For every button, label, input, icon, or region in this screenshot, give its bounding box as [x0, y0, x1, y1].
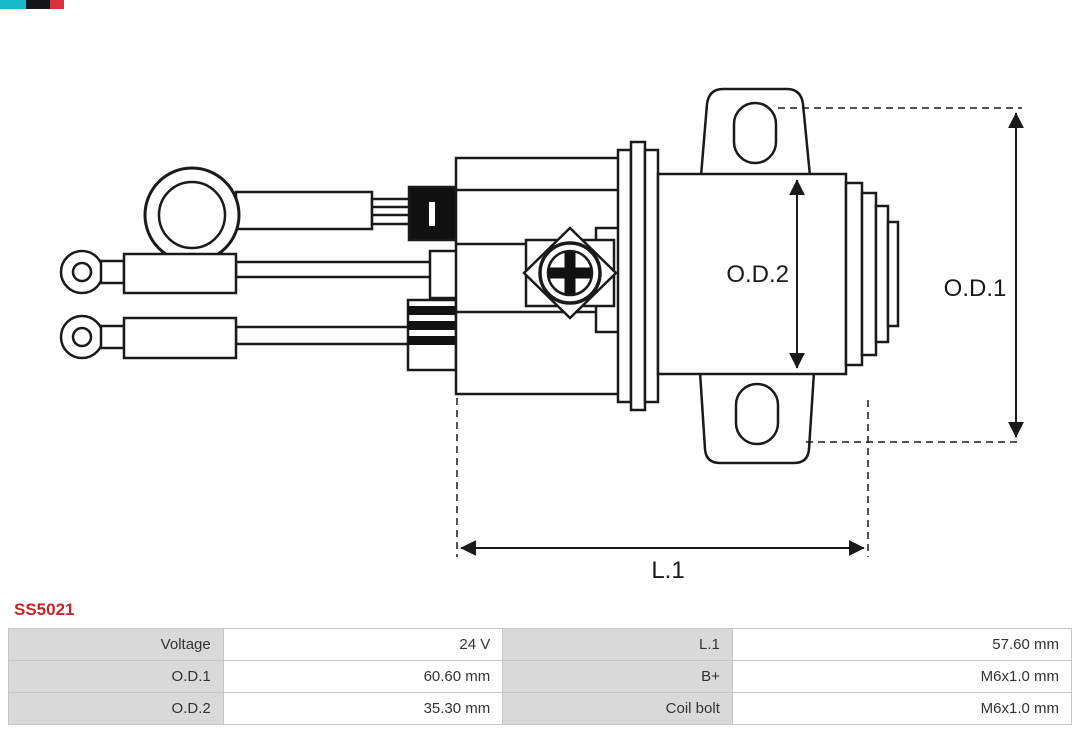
logo-segment: [50, 0, 64, 9]
technical-drawing-area: O.D.2 O.D.1 L.1: [59, 87, 1024, 584]
dimension-annotations: [456, 107, 1024, 557]
spec-value-bplus: M6x1.0 mm: [731, 660, 1073, 693]
spec-row: Voltage 24 V L.1 57.60 mm: [8, 628, 1073, 661]
spec-label-od1: O.D.1: [8, 660, 224, 693]
spec-row: O.D.2 35.30 mm Coil bolt M6x1.0 mm: [8, 692, 1073, 725]
brand-logo-partial: [0, 0, 64, 9]
od1-dimension-label: O.D.1: [944, 275, 1007, 302]
spec-value-od1: 60.60 mm: [222, 660, 504, 693]
ring-terminal-upper: [59, 249, 238, 295]
rubber-boot: [406, 298, 458, 372]
connector-block: [428, 249, 460, 300]
spec-label-l1: L.1: [502, 628, 733, 661]
spec-table: Voltage 24 V L.1 57.60 mm O.D.1 60.60 mm…: [8, 628, 1073, 725]
l1-dimension: [456, 398, 869, 557]
solenoid-technical-drawing: O.D.2 O.D.1 L.1: [59, 87, 1024, 584]
spec-value-l1: 57.60 mm: [731, 628, 1073, 661]
solenoid-cylinder: [656, 172, 900, 376]
spec-label-od2: O.D.2: [8, 692, 224, 725]
phillips-screw: [522, 226, 618, 320]
ring-eyelet-large: [143, 166, 241, 264]
spec-label-bplus: B+: [502, 660, 733, 693]
od2-dimension-label: O.D.2: [726, 261, 789, 288]
ribbed-flange: [616, 140, 660, 412]
od1-dimension: [778, 107, 1024, 443]
spec-row: O.D.1 60.60 mm B+ M6x1.0 mm: [8, 660, 1073, 693]
mounting-bracket-bottom: [698, 370, 816, 465]
spec-label-coil-bolt: Coil bolt: [502, 692, 733, 725]
mounting-bracket-top: [699, 87, 812, 178]
solenoid-body-drawing: [59, 87, 900, 465]
spec-value-coil-bolt: M6x1.0 mm: [731, 692, 1073, 725]
spec-value-od2: 35.30 mm: [222, 692, 504, 725]
ring-terminal-lower: [59, 314, 238, 360]
spec-label-voltage: Voltage: [8, 628, 224, 661]
logo-segment: [26, 0, 50, 9]
spec-value-voltage: 24 V: [222, 628, 504, 661]
wire-leads: [234, 260, 438, 346]
part-number: SS5021: [14, 600, 75, 619]
logo-segment: [0, 0, 26, 9]
terminal-stud: [234, 185, 458, 242]
l1-dimension-label: L.1: [651, 557, 684, 584]
